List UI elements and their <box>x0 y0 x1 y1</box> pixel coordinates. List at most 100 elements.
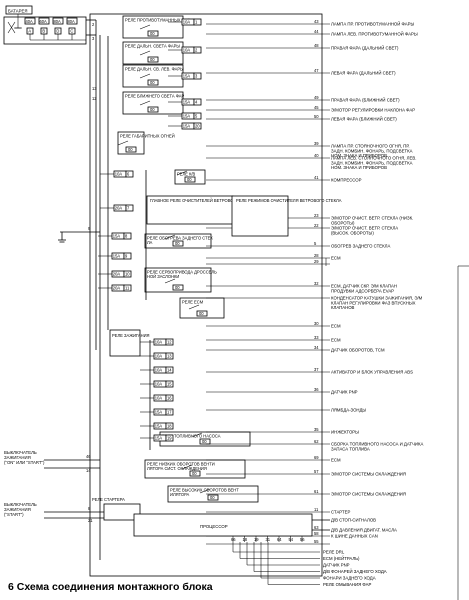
output-pin-4: 49 <box>314 95 319 100</box>
output-label-16-line1: КЛАПАН РЕГУЛИРОВКИ ФАЗ ВПУСКНЫХ <box>331 300 416 305</box>
output-label-31: К ШИНЕ ДАННЫХ CAN <box>331 534 378 539</box>
relay-label-10: РЕЛЕ ECM <box>182 300 204 305</box>
relay-coil-5 <box>184 176 196 183</box>
fuse-rating-5: 10A <box>115 171 123 176</box>
left-pin-9: 9 <box>88 226 91 231</box>
relay-box-4 <box>117 131 145 155</box>
fuse-rating-8: 15A <box>113 253 121 258</box>
main-fuse-box <box>3 16 87 45</box>
fuse-ref-7: 8 <box>125 233 128 238</box>
relay-box-10 <box>179 297 225 319</box>
output-pin-31: 58 <box>314 531 319 536</box>
fuse-ref-box-2 <box>193 72 202 80</box>
relay-id-14: 00 <box>210 495 215 500</box>
relay-id-5: 00 <box>187 177 192 182</box>
output-label-26: Э/МОТОР СИСТЕМЫ ОХЛАЖДЕНИЯ <box>331 472 406 477</box>
top-fuse-rating-0: 40A <box>26 19 34 24</box>
output-pin-6: 50 <box>314 114 319 119</box>
relay-id-3: 00 <box>150 107 155 112</box>
relay-id-10: 00 <box>199 311 204 316</box>
relay-label-13-cont: ЛЯТОРА СИСТ. ОХЛАЖДЕНИЯ <box>147 466 207 471</box>
figure-caption: 6 Схема соединения монтажного блока <box>8 581 213 593</box>
left-pin-46: 46 <box>86 454 91 459</box>
top-fuse-1 <box>38 17 50 25</box>
output-label-7-line2: НОМ. ЗНАКА И ПРИБОРОВ <box>331 153 387 158</box>
fuse-rating-4: 15A <box>183 113 191 118</box>
top-fuse-ref-2: D <box>56 29 59 34</box>
left-pin-8: 8 <box>88 506 91 511</box>
processor-pin-19: 19 <box>254 537 259 542</box>
output-pin-11: 22 <box>314 223 319 228</box>
output-label-27: Э/МОТОР СИСТЕМЫ ОХЛАЖДЕНИЯ <box>331 492 406 497</box>
output-pin-28: 11 <box>314 507 319 512</box>
left-pin-12: 12 <box>92 96 97 101</box>
fuse-ref-box-0 <box>193 18 202 26</box>
top-fuse-ref-0: A <box>28 29 31 34</box>
relay-label-0: РЕЛЕ ПРОТИВОТУМАННЫХ ФАР <box>125 18 190 23</box>
output-label-8-line2: НОМ. ЗНАКА И ПРИБОРОВ <box>331 165 387 170</box>
bottom-output-ecm-нейтраль: ECM (НЕЙТРАЛЬ) <box>323 556 360 561</box>
fuse-rating-2: 15A <box>183 73 191 78</box>
top-fuse-ref-3: C <box>70 29 73 34</box>
relay-label-2: РЕЛЕ ДАЛЬН. СВ. ЛЕВ. ФАРЫ <box>125 67 184 72</box>
fuse-ref-box-6 <box>125 204 134 212</box>
fuse-ref-box-13 <box>165 366 174 374</box>
processor-pin-54: 54 <box>289 537 294 542</box>
left-pin-21: 21 <box>88 518 93 523</box>
output-pin-8: 40 <box>314 153 319 158</box>
processor-label: ПРОЦЕССОР <box>200 524 228 529</box>
fuse-rating-6: 20A <box>115 205 123 210</box>
bottom-output-реле-drl: РЕЛЕ DRL <box>323 550 345 555</box>
output-pin-18: 33 <box>314 335 319 340</box>
output-label-9: КОМПРЕССОР <box>331 178 362 183</box>
fuse-ref-box-19 <box>193 122 202 130</box>
fuse-rating-16: 15A <box>155 409 163 414</box>
relay-label-14: РЕЛЕ ВЫСОКИХ ОБОРОТОВ ВЕНТ <box>170 488 239 493</box>
fuse-ref-14: 15 <box>167 381 172 386</box>
top-fuse-0 <box>24 17 36 25</box>
left-pin-3: 3 <box>92 36 95 41</box>
fuse-ref-box-8 <box>123 252 132 260</box>
fuse-ref-9: 10 <box>125 271 130 276</box>
output-pin-27: 61 <box>314 489 319 494</box>
relay-coil-13 <box>189 470 201 477</box>
output-pin-19: 34 <box>314 345 319 350</box>
output-label-15-line1: ПРОДУВКИ АДСОРБЕРА EVAP <box>331 288 394 293</box>
relay-id-12: 00 <box>202 439 207 444</box>
relay-coil-4 <box>125 146 137 153</box>
fuse-ref-box-10 <box>123 284 132 292</box>
relay-coil-12 <box>199 438 211 445</box>
relay-id-13: 00 <box>192 471 197 476</box>
output-pin-30: 63 <box>314 525 319 530</box>
fuse-ref-17: 18 <box>167 423 172 428</box>
output-label-17: ECM <box>331 324 341 329</box>
fuse-ref-15: 16 <box>167 395 172 400</box>
output-pin-1: 44 <box>314 29 319 34</box>
output-label-16-line2: КЛАПАНОВ <box>331 305 355 310</box>
relay-label-wiper-mode: РЕЛЕ РЕЖИМОВ ОЧИСТИТЕЛЯ ВЕТРОВОГО СТЕКЛА <box>236 198 342 203</box>
fuse-rating-1: 10A <box>183 47 191 52</box>
output-label-28: СТАРТЕР <box>331 510 350 515</box>
relay-label-8-cont: ЛА <box>147 240 153 245</box>
bottom-output-фонари-заднего-хода: ФОНАРИ ЗАДНЕГО ХОДА <box>323 576 376 581</box>
output-label-10: Э/МОТОР ОЧИСТ. ВЕТР. СТЕКЛА (НИЗК. <box>331 216 413 221</box>
output-label-7: ЛАМПА ПР. СТОЯНОЧНОГО ОГНЯ, ПР. <box>331 144 410 149</box>
relay-label-ignition: РЕЛЕ ЗАЖИГАНИЯ <box>112 333 150 338</box>
output-label-23: ИНЖЕКТОРЫ <box>331 430 359 435</box>
ignition-relay-box <box>109 329 141 357</box>
fuse-ref-box-12 <box>165 352 174 360</box>
output-pin-12: 5 <box>314 241 317 246</box>
top-fuse-2 <box>52 17 64 25</box>
output-label-12: ОБОГРЕВ ЗАДНЕГО СТЕКЛА <box>331 244 390 249</box>
fuse-ref-2: 3 <box>195 73 198 78</box>
fuse-ref-13: 14 <box>167 367 172 372</box>
fuse-rating-18: 15A <box>155 435 163 440</box>
output-pin-10: 23 <box>314 213 319 218</box>
output-label-16: КОНДЕНСАТОР КАТУШКИ ЗАЖИГАНИЯ, Э/М <box>331 296 423 301</box>
relay-id-0: 00 <box>150 31 155 36</box>
fuse-ref-box-14 <box>165 380 174 388</box>
output-label-20: АКТИВАТОР И БЛОК УПРАВЛЕНИЯ ABS <box>331 370 413 375</box>
